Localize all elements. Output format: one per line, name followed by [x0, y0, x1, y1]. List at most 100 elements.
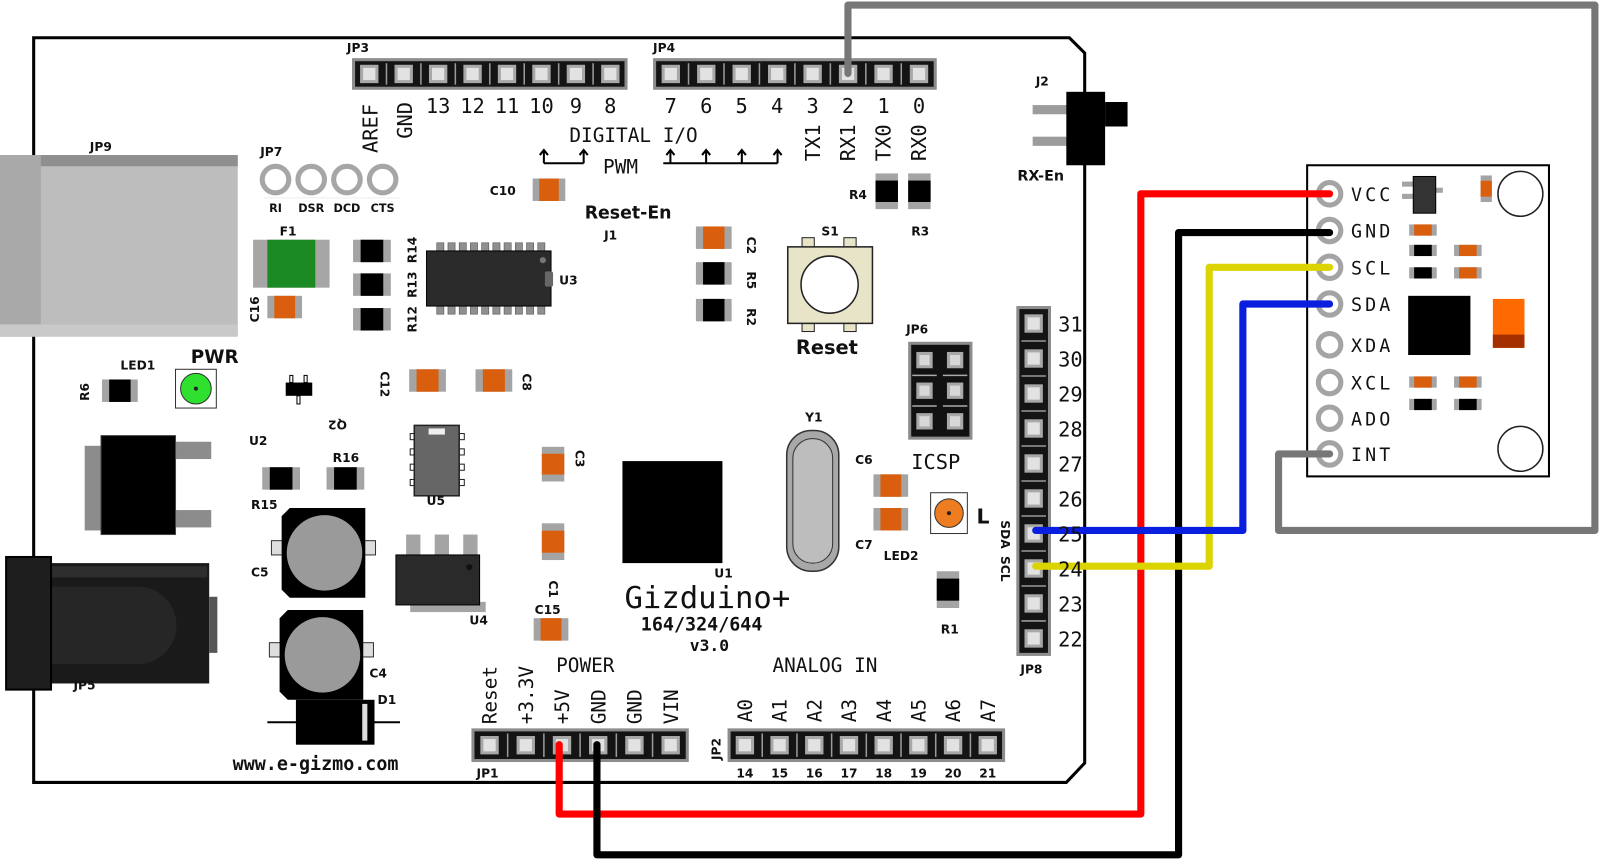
- chip-u5-body: [413, 424, 460, 497]
- pin-label: +3.3V: [515, 666, 538, 725]
- sensor-pin-xda: [1315, 331, 1344, 359]
- pin-number: 18: [875, 766, 892, 780]
- capacitor-c6: [873, 474, 909, 497]
- header-label-jp8: JP8: [1019, 662, 1042, 676]
- pin-label: A5: [908, 699, 931, 722]
- header-pin-face: [1027, 352, 1040, 365]
- pin-label: Reset: [479, 666, 502, 724]
- section-label-pwm: PWM: [603, 155, 638, 178]
- chip-u5: [409, 424, 465, 497]
- component-label-r1: R1: [941, 622, 959, 636]
- resistor-r13: [353, 273, 391, 296]
- pin-label: 0: [913, 94, 925, 118]
- chip-u3-body: [426, 250, 552, 307]
- header-label-jp4: JP4: [652, 41, 675, 55]
- pwm-arrow-icon: [772, 148, 783, 164]
- header-jp6-icsp: [908, 341, 973, 440]
- dc-jack-barrel: [48, 586, 177, 665]
- header-pin-face: [1027, 387, 1040, 400]
- resistor-r2: [695, 298, 732, 322]
- header-pin-face: [842, 739, 856, 752]
- pwr-label: PWR: [191, 347, 239, 368]
- chip-notch: [544, 271, 554, 287]
- pin-label: 25: [1058, 523, 1083, 547]
- wires: [555, 1, 1599, 859]
- capacitor-c7: [873, 508, 909, 531]
- pin-label: GND: [624, 689, 647, 724]
- capacitor-c5-can: [286, 515, 363, 591]
- sensor-pin-label: XDA: [1351, 336, 1393, 357]
- header-label-jp3: JP3: [346, 41, 369, 55]
- pin-label: 12: [460, 94, 485, 118]
- header-pin-face: [946, 739, 960, 752]
- header-jp4: [653, 58, 937, 90]
- component-label-j1: J1: [603, 229, 617, 243]
- header-jp3: [352, 58, 628, 90]
- sensor-pin-xcl: [1315, 368, 1344, 397]
- resistor-r14: [353, 239, 391, 263]
- pin-label: A1: [769, 699, 792, 722]
- resistor-r14-body: [360, 239, 384, 263]
- component-label-c2: C2: [744, 237, 758, 254]
- fuse-f1-body: [267, 239, 316, 288]
- capacitor-c4: [268, 610, 374, 700]
- header-pin-face: [664, 67, 677, 81]
- sensor-smd-body: [1459, 244, 1477, 257]
- pin-label: A4: [873, 699, 896, 722]
- board-website: www.e-gizmo.com: [233, 754, 399, 775]
- header-pin-face: [397, 67, 410, 81]
- header-pin-face: [432, 67, 445, 81]
- sensor-pin-label: GND: [1351, 222, 1393, 243]
- pin-alt-label: TX1: [801, 124, 825, 161]
- pin-label: 8: [604, 94, 616, 118]
- header-jp1: [471, 728, 689, 763]
- u4-lead: [463, 534, 478, 555]
- pin-alt-label-sda: SDA: [998, 520, 1012, 549]
- header-label-jp2: JP2: [709, 738, 723, 761]
- pin-label: 2: [842, 94, 854, 118]
- header-pin-face: [738, 739, 752, 752]
- header-pin-face: [535, 67, 548, 81]
- component-label-r14: R14: [405, 237, 419, 263]
- header-pin-face: [604, 67, 617, 81]
- pin-number: 15: [771, 766, 788, 780]
- pin-number: 17: [840, 766, 857, 780]
- transistor-q2: [285, 382, 313, 396]
- pin-label: A0: [734, 699, 757, 722]
- pwm-arrow-icon: [665, 148, 676, 164]
- resistor-r1-body: [936, 578, 960, 601]
- header-pin-face: [500, 67, 514, 81]
- capacitor-c12: [409, 369, 446, 392]
- component-label-y1: Y1: [804, 410, 822, 424]
- component-label-q2: Q2: [328, 417, 347, 431]
- mounting-hole: [1497, 425, 1544, 473]
- component-label-r2: R2: [744, 308, 758, 326]
- jp7-pad: [331, 163, 363, 196]
- pin-label: DCD: [334, 202, 361, 215]
- resistor-r6: [102, 379, 138, 402]
- switch-pin: [1032, 136, 1069, 146]
- wire-blue-sda: [1032, 300, 1334, 535]
- pin-label: 31: [1058, 313, 1083, 337]
- pin-label: 22: [1058, 628, 1083, 652]
- pwm-arrow-icon: [736, 148, 747, 164]
- icsp-pin-face: [919, 355, 930, 366]
- led-dot: [193, 386, 198, 391]
- resistor-r4: [875, 173, 898, 210]
- pin-label: 10: [529, 94, 554, 118]
- component-label-u5: U5: [427, 494, 445, 508]
- chip-pin1-dot: [466, 564, 473, 571]
- component-label-j2: J2: [1035, 75, 1049, 89]
- usb-connector-top: [0, 155, 238, 167]
- sensor-module: [1306, 164, 1550, 478]
- component-label-r13: R13: [405, 271, 419, 297]
- dc-jack-jp5: [5, 555, 53, 691]
- resistor-r13-body: [360, 273, 384, 296]
- sensor-regulator: [1412, 175, 1437, 214]
- resistor-r12-body: [360, 308, 384, 331]
- board-components: [0, 58, 1128, 763]
- header-pin-face: [1027, 317, 1040, 330]
- component-label-led1: LED1: [120, 358, 155, 372]
- capacitor-c15-body: [540, 618, 562, 641]
